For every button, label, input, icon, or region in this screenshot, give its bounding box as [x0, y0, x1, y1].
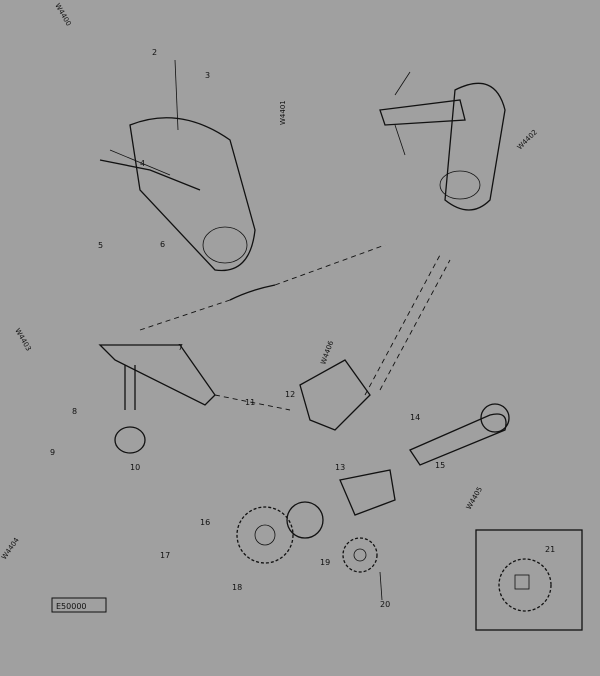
callout: 3	[205, 71, 210, 80]
chain-guard	[99, 59, 256, 272]
callout: 4	[140, 159, 145, 168]
callout: 16	[200, 518, 210, 527]
callout: 7	[178, 343, 183, 352]
part-ref: W4403	[13, 327, 32, 352]
part-ref: W4400	[53, 2, 72, 27]
part-ref: W4406	[319, 339, 335, 365]
callout: 17	[160, 551, 170, 560]
inset-detail-box	[475, 529, 583, 631]
callout: 11	[245, 398, 255, 407]
drive-arm	[299, 254, 510, 466]
callout: 6	[160, 240, 165, 249]
belt-idler-assembly	[379, 71, 506, 211]
callout: 2	[152, 48, 157, 57]
part-ref: W4402	[516, 128, 539, 151]
part-ref: W4405	[465, 486, 484, 511]
callout: 9	[50, 448, 55, 457]
callout: 12	[285, 390, 295, 399]
sprockets	[236, 469, 396, 601]
callout: 5	[98, 241, 103, 250]
part-ref: W4401	[279, 100, 287, 125]
reference-badge	[51, 597, 107, 613]
callout: 18	[232, 583, 242, 592]
callout: 20	[380, 600, 390, 609]
callout: 15	[435, 461, 445, 470]
callout: 14	[410, 413, 420, 422]
tension-spring	[139, 244, 386, 331]
part-ref: W4404	[0, 536, 21, 561]
callout: 8	[72, 407, 77, 416]
reference-badge-text: E50000	[56, 602, 87, 611]
callout: 13	[335, 463, 345, 472]
callout: 19	[320, 558, 330, 567]
callout: 10	[130, 463, 140, 472]
pivot-bracket	[98, 344, 291, 454]
callout: 21	[545, 545, 555, 554]
